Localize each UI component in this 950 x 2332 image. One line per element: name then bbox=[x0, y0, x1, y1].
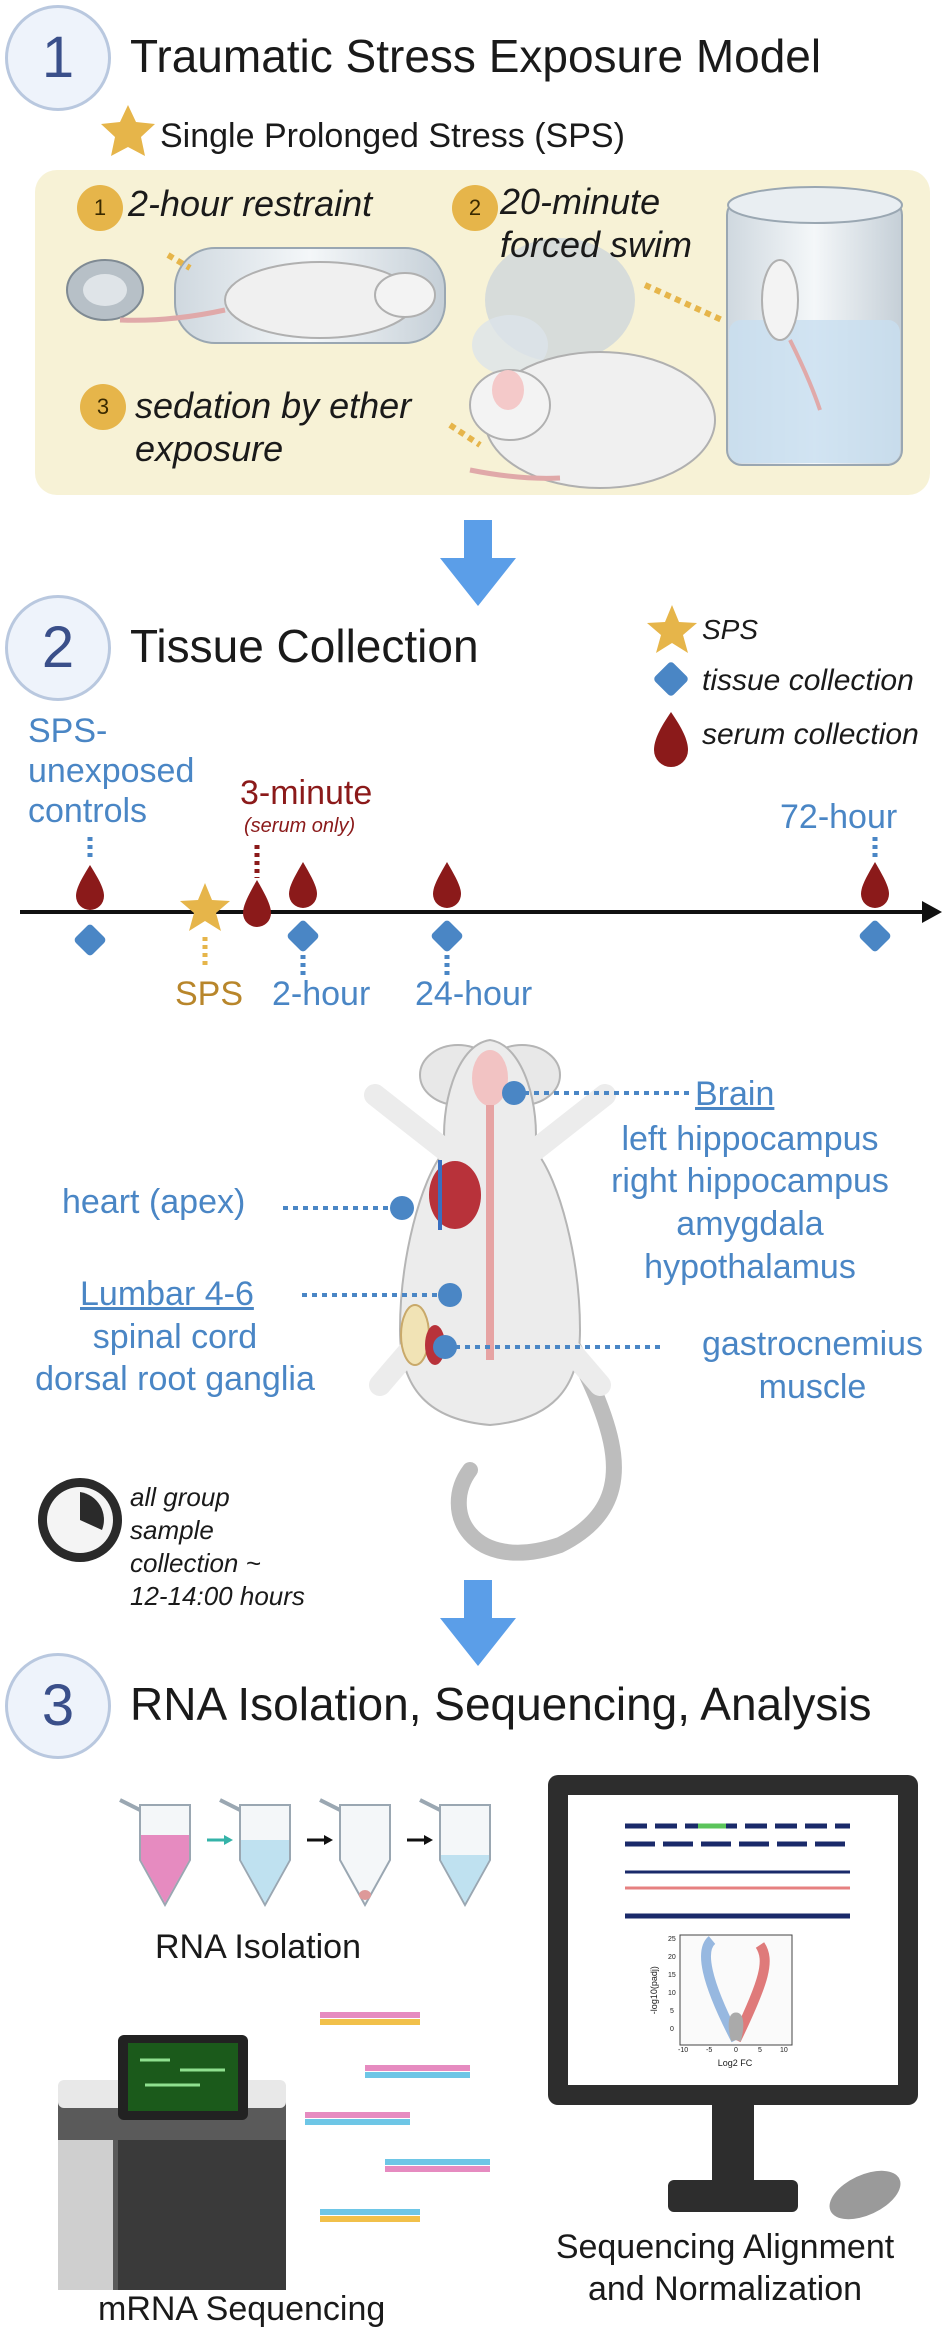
seventytwo-hour-label: 72-hour bbox=[780, 798, 898, 836]
section-1-title: Traumatic Stress Exposure Model bbox=[130, 30, 822, 82]
step-3-badge: 3 bbox=[80, 384, 126, 430]
sequencer-machine-illustration bbox=[58, 2035, 286, 2290]
muscle-label-line1: gastrocnemius bbox=[701, 1325, 924, 1363]
volcano-ytick-20: 20 bbox=[668, 1954, 676, 1961]
volcano-ytick-25: 25 bbox=[668, 1936, 676, 1943]
controls-label-line2: unexposed bbox=[28, 752, 195, 790]
volcano-xtick-5: 5 bbox=[758, 2047, 762, 2054]
lumbar-heading: Lumbar 4-6 bbox=[80, 1275, 254, 1313]
volcano-xtick-neg10: -10 bbox=[678, 2047, 689, 2054]
muscle-label-line2: muscle bbox=[758, 1368, 867, 1406]
mrna-sequencing-label: mRNA Sequencing bbox=[98, 2290, 386, 2328]
serum-only-label: (serum only) bbox=[244, 815, 356, 837]
sequence-reads-illustration bbox=[305, 2012, 490, 2222]
volcano-ytick-5: 5 bbox=[670, 2008, 674, 2015]
controls-label-line1: SPS- bbox=[28, 712, 108, 750]
section-3-title: RNA Isolation, Sequencing, Analysis bbox=[130, 1678, 872, 1730]
section-2-number: 2 bbox=[5, 595, 111, 701]
monitor-illustration bbox=[548, 1775, 918, 2220]
brain-item-left-hippocampus: left hippocampus bbox=[621, 1120, 879, 1158]
sps-timepoint-label: SPS bbox=[175, 975, 244, 1013]
brain-item-amygdala: amygdala bbox=[676, 1205, 824, 1243]
step-3-label-line2: exposure bbox=[135, 428, 284, 469]
sps-subtitle: Single Prolonged Stress (SPS) bbox=[160, 117, 625, 155]
section-3-number: 3 bbox=[5, 1653, 111, 1759]
brain-item-right-hippocampus: right hippocampus bbox=[611, 1162, 889, 1200]
legend-tissue-label: tissue collection bbox=[702, 664, 914, 697]
sps-star-icon bbox=[101, 105, 155, 156]
legend-sps-star-icon bbox=[647, 605, 697, 653]
rna-isolation-tubes-illustration bbox=[119, 1798, 491, 1908]
step-3-label-line1: sedation by ether bbox=[135, 385, 412, 426]
controls-label-line3: controls bbox=[28, 792, 148, 830]
clock-note-line1: all group bbox=[130, 1482, 230, 1512]
section-2-title: Tissue Collection bbox=[130, 620, 479, 672]
legend-serum-drop-icon bbox=[654, 712, 688, 767]
three-minute-label: 3-minute bbox=[240, 774, 373, 812]
step-2-label-line1: 20-minute bbox=[500, 181, 661, 222]
step-2-label-line2: forced swim bbox=[500, 224, 693, 265]
volcano-xtick-neg5: -5 bbox=[706, 2047, 713, 2054]
ether-sedation-illustration bbox=[448, 238, 716, 489]
flow-arrow-1 bbox=[440, 520, 516, 606]
tissue-pointers bbox=[283, 1081, 690, 1359]
volcano-ytick-10: 10 bbox=[668, 1990, 676, 1997]
volcano-xtick-10: 10 bbox=[780, 2047, 788, 2054]
legend-serum-label: serum collection bbox=[702, 718, 919, 751]
forced-swim-beaker-illustration bbox=[643, 186, 903, 466]
lumbar-item-spinal-cord: spinal cord bbox=[92, 1318, 258, 1356]
step-1-badge: 1 bbox=[77, 185, 123, 231]
timeline bbox=[20, 837, 942, 975]
volcano-xtick-0: 0 bbox=[734, 2047, 738, 2054]
clock-note-line4: 12-14:00 hours bbox=[130, 1581, 305, 1611]
legend-tissue-diamond-icon bbox=[654, 662, 688, 696]
rat-body-illustration bbox=[364, 1038, 622, 1561]
volcano-ytick-15: 15 bbox=[668, 1972, 676, 1979]
legend-sps-label: SPS bbox=[702, 614, 759, 645]
lumbar-item-drg: dorsal root ganglia bbox=[35, 1360, 315, 1398]
restraint-tube-illustration bbox=[66, 247, 446, 344]
clock-icon bbox=[38, 1478, 122, 1562]
volcano-ylabel: -log10(padj) bbox=[648, 1966, 659, 2015]
two-hour-label: 2-hour bbox=[272, 975, 371, 1013]
heart-label: heart (apex) bbox=[62, 1183, 246, 1221]
twentyfour-hour-label: 24-hour bbox=[415, 975, 533, 1013]
step-1-label: 2-hour restraint bbox=[128, 183, 373, 224]
clock-note-line2: sample bbox=[130, 1515, 214, 1545]
step-2-badge: 2 bbox=[452, 185, 498, 231]
flow-arrow-2 bbox=[440, 1580, 516, 1666]
alignment-label-line1: Sequencing Alignment bbox=[555, 2228, 895, 2266]
volcano-xlabel: Log2 FC bbox=[717, 2058, 753, 2068]
clock-note-line3: collection ~ bbox=[130, 1548, 261, 1578]
rna-isolation-label: RNA Isolation bbox=[155, 1928, 361, 1966]
volcano-ytick-0: 0 bbox=[670, 2026, 674, 2033]
brain-item-hypothalamus: hypothalamus bbox=[644, 1248, 856, 1286]
brain-heading: Brain bbox=[695, 1075, 775, 1113]
section-1-number: 1 bbox=[5, 5, 111, 111]
alignment-label-line2: and Normalization bbox=[587, 2270, 863, 2308]
